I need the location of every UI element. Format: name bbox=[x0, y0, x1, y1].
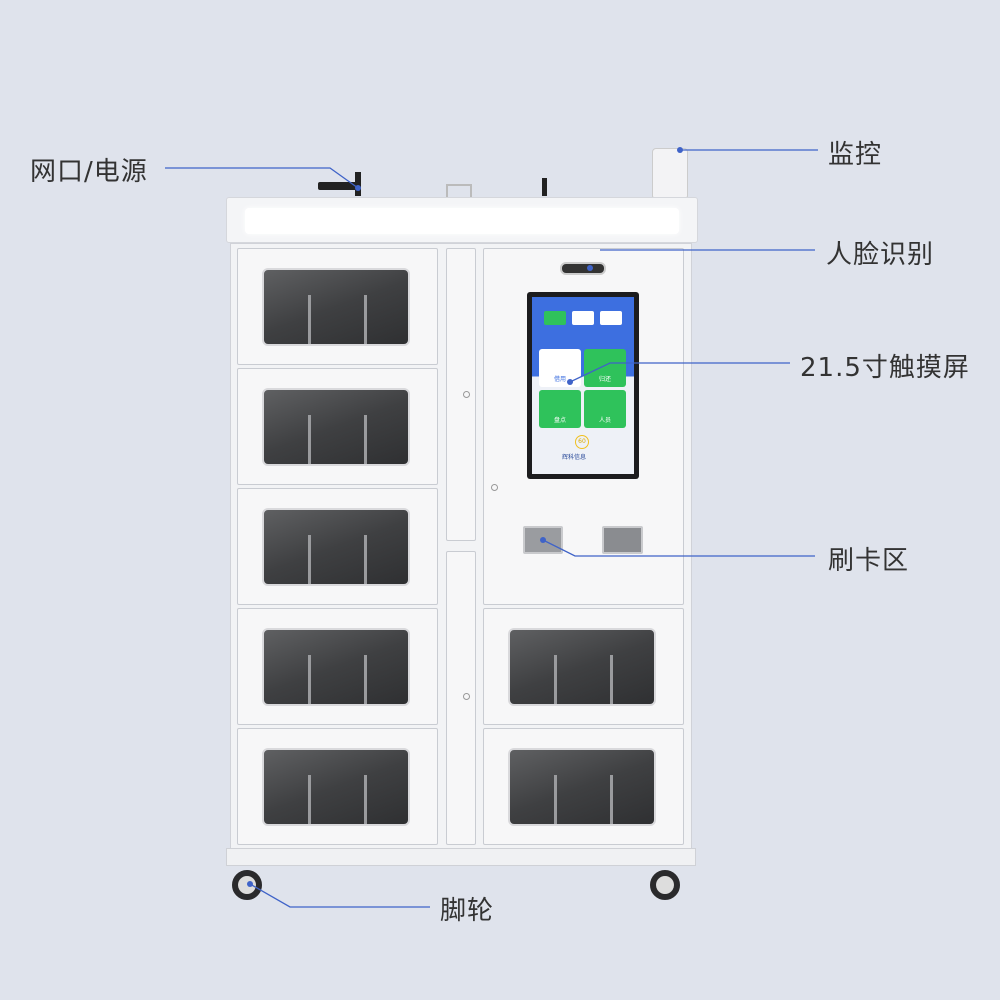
network-port bbox=[355, 172, 361, 196]
locker-drawer[interactable] bbox=[237, 248, 438, 365]
divider-rod bbox=[364, 415, 367, 464]
divider-rod bbox=[308, 655, 311, 704]
caster-wheel-left bbox=[232, 870, 262, 900]
power-plug bbox=[318, 182, 358, 190]
divider-rod bbox=[364, 535, 367, 584]
caster-wheel-right bbox=[650, 870, 680, 900]
callout-face-recognition: 人脸识别 bbox=[826, 240, 935, 270]
tile-inventory[interactable]: 盘点 bbox=[539, 390, 581, 428]
drawer-window bbox=[262, 268, 410, 346]
touchscreen[interactable]: 借用 归还 盘点 人员 60 辉科信息 bbox=[527, 292, 639, 479]
callout-line-screen bbox=[569, 362, 790, 383]
locker-drawer[interactable] bbox=[237, 488, 438, 605]
locker-drawer[interactable] bbox=[237, 728, 438, 845]
drawer-window bbox=[262, 508, 410, 586]
divider-rod bbox=[364, 655, 367, 704]
callout-line-network bbox=[165, 167, 359, 189]
divider-rod bbox=[308, 295, 311, 344]
tile-personnel[interactable]: 人员 bbox=[584, 390, 626, 428]
tile-label: 借用 bbox=[553, 376, 566, 383]
drawer-window bbox=[262, 748, 410, 826]
callout-monitor: 监控 bbox=[828, 140, 883, 170]
locker-drawer[interactable] bbox=[237, 608, 438, 725]
divider-rod bbox=[554, 775, 557, 824]
door-lock-icon bbox=[491, 484, 498, 491]
divider-rod bbox=[554, 655, 557, 704]
callout-network-power: 网口/电源 bbox=[30, 157, 148, 187]
callout-dot bbox=[355, 185, 361, 191]
callout-dot bbox=[567, 379, 573, 385]
callout-dot bbox=[540, 537, 546, 543]
divider-rod bbox=[364, 775, 367, 824]
monitoring-camera bbox=[652, 148, 688, 198]
drawer-window bbox=[262, 388, 410, 466]
drawer-window bbox=[508, 628, 656, 706]
divider-rod bbox=[610, 775, 613, 824]
divider-rod bbox=[610, 655, 613, 704]
card-reader[interactable] bbox=[523, 526, 563, 554]
tile-return[interactable]: 归还 bbox=[584, 349, 626, 387]
callout-line-card bbox=[542, 539, 815, 557]
cabinet-base bbox=[226, 848, 696, 866]
locker-drawer[interactable] bbox=[483, 608, 684, 725]
screen-top-icons bbox=[544, 311, 622, 325]
divider-rod bbox=[308, 415, 311, 464]
callout-dot bbox=[677, 147, 683, 153]
divider-rod bbox=[308, 535, 311, 584]
drawer-window bbox=[508, 748, 656, 826]
locker-drawer[interactable] bbox=[483, 728, 684, 845]
face-camera bbox=[560, 262, 606, 275]
locker-drawer[interactable] bbox=[237, 368, 438, 485]
lock-icon bbox=[463, 693, 470, 700]
countdown-timer: 60 bbox=[575, 435, 589, 449]
drawer-window bbox=[262, 628, 410, 706]
callout-dot bbox=[587, 265, 593, 271]
narrow-door-top[interactable] bbox=[446, 248, 476, 541]
callout-touchscreen: 21.5寸触摸屏 bbox=[800, 353, 970, 383]
callout-card-area: 刷卡区 bbox=[828, 546, 910, 576]
callout-line-caster bbox=[249, 883, 430, 908]
antenna bbox=[542, 178, 547, 196]
card-instructions-plate bbox=[602, 526, 643, 554]
cabinet-top-light bbox=[226, 197, 698, 243]
top-bracket bbox=[446, 184, 472, 198]
tile-label: 盘点 bbox=[553, 417, 566, 424]
divider-rod bbox=[364, 295, 367, 344]
tile-label: 归还 bbox=[598, 376, 611, 383]
lock-icon bbox=[463, 391, 470, 398]
tile-label: 人员 bbox=[598, 417, 611, 424]
callout-dot bbox=[247, 881, 253, 887]
brand-logo: 辉科信息 bbox=[562, 454, 587, 461]
divider-rod bbox=[308, 775, 311, 824]
narrow-door-bottom[interactable] bbox=[446, 551, 476, 845]
callout-casters: 脚轮 bbox=[440, 896, 495, 926]
